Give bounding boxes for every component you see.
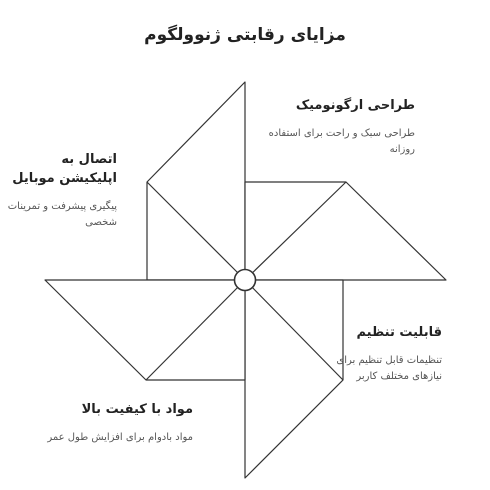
feature-ergonomic: طراحی ارگونومیک طراحی سبک و راحت برای اس… <box>265 96 415 158</box>
feature-mobile-app-heading: اتصال به اپلیکیشن موبایل <box>12 152 117 186</box>
pinwheel-blade-left <box>44 279 246 381</box>
feature-adjustability: قابلیت تنظیم تنظیمات قابل تنظیم برای نیا… <box>330 323 442 385</box>
pinwheel-blade-right <box>244 181 447 281</box>
diagram-title: مزایای رقابتی ژنوولگوم <box>144 25 346 45</box>
feature-ergonomic-heading: طراحی ارگونومیک <box>295 98 415 113</box>
pinwheel-blade-left-fold <box>145 279 246 381</box>
feature-ergonomic-description: طراحی سبک و راحت برای استفاده روزانه <box>268 128 415 155</box>
pinwheel-center <box>233 268 257 292</box>
pinwheel-blade-top <box>146 81 246 281</box>
feature-high-quality-materials: مواد با کیفیت بالا مواد بادوام برای افزا… <box>45 400 193 446</box>
pinwheel-blade-top-fold <box>146 181 246 281</box>
feature-adjustability-heading: قابلیت تنظیم <box>356 325 442 340</box>
feature-mobile-app-description: پیگیری پیشرفت و تمرینات شخصی <box>7 201 117 228</box>
feature-high-quality-materials-description: مواد بادوام برای افزایش طول عمر <box>47 432 193 443</box>
pinwheel-blade-bottom <box>244 279 344 479</box>
pinwheel-blade-bottom-fold <box>244 279 344 381</box>
feature-adjustability-description: تنظیمات قابل تنظیم برای نیازهای مختلف کا… <box>336 355 442 382</box>
feature-mobile-app: اتصال به اپلیکیشن موبایل پیگیری پیشرفت و… <box>5 150 117 231</box>
pinwheel-blade-right-fold <box>244 181 347 281</box>
feature-high-quality-materials-heading: مواد با کیفیت بالا <box>81 402 193 417</box>
